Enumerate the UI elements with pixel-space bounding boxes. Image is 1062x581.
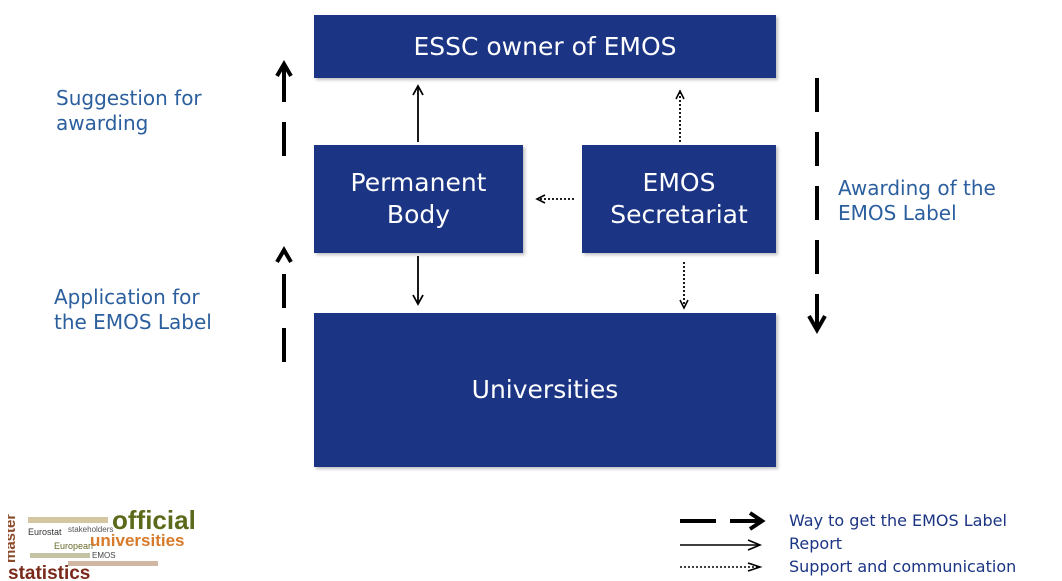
report-arrow-up <box>412 84 424 142</box>
legend-solid-sample <box>680 539 763 551</box>
legend-report-label: Report <box>789 534 843 553</box>
essc-owner-box: ESSC owner of EMOS <box>314 15 776 78</box>
logo-word-statistics: statistics <box>8 563 91 581</box>
logo-word-universities: universities <box>90 531 185 550</box>
awarding-dashed-arrow <box>807 78 827 335</box>
universities-box: Universities <box>314 313 776 467</box>
emos-word-cloud-logo: official universities master statistics … <box>8 505 208 581</box>
essc-owner-label: ESSC owner of EMOS <box>413 31 677 61</box>
suggestion-dashed-arrow <box>275 60 293 156</box>
report-arrow-down <box>412 256 424 306</box>
suggestion-for-awarding-label: Suggestion for awarding <box>56 86 202 135</box>
logo-word-official: official <box>112 505 196 535</box>
emos-secretariat-box: EMOS Secretariat <box>582 145 776 253</box>
legend-support-label: Support and communication <box>789 557 1017 576</box>
universities-label: Universities <box>471 375 619 404</box>
logo-word-european: European <box>54 541 94 551</box>
permanent-body-box: Permanent Body <box>314 145 523 253</box>
emos-secretariat-label: EMOS Secretariat <box>610 168 748 229</box>
logo-word-stakeholders: stakeholders <box>68 525 114 534</box>
legend-dashed-sample <box>680 511 766 531</box>
logo-word-eurostat: Eurostat <box>28 527 62 537</box>
legend-way-label: Way to get the EMOS Label <box>789 511 1007 530</box>
application-dashed-arrow <box>275 246 293 362</box>
legend-dotted-sample <box>680 562 763 572</box>
awarding-of-label: Awarding of the EMOS Label <box>838 176 996 225</box>
logo-word-master: master <box>8 513 19 563</box>
application-for-label: Application for the EMOS Label <box>54 285 212 334</box>
support-arrow-down <box>679 262 689 310</box>
logo-word-emos: EMOS <box>92 551 116 560</box>
support-arrow-left <box>535 194 574 204</box>
permanent-body-label: Permanent Body <box>350 168 487 229</box>
support-arrow-up <box>675 89 685 142</box>
